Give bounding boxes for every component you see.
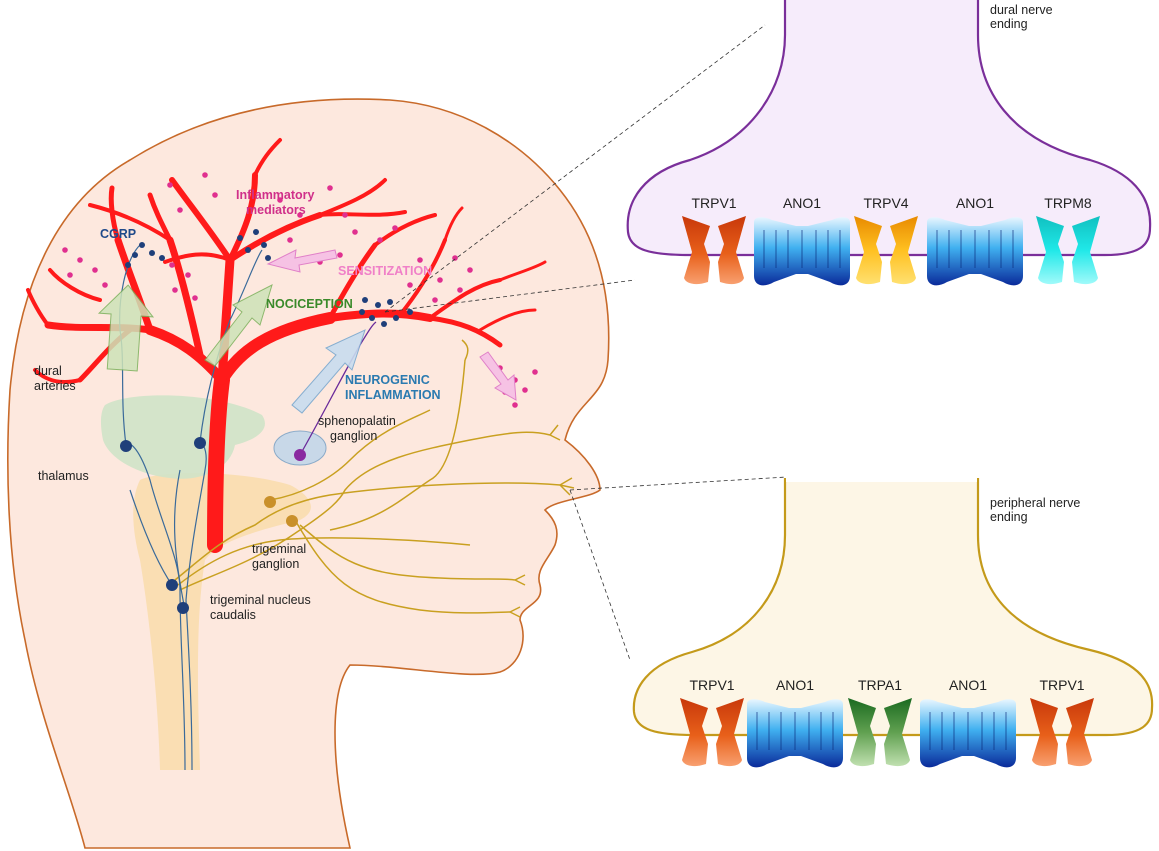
dural-channel-label-1: TRPV1 (691, 195, 736, 211)
label-cgrp: CGRP (100, 227, 136, 241)
head-silhouette (8, 99, 609, 848)
peripheral-terminal-membrane (634, 478, 1152, 735)
peripheral-channel-label-3: TRPA1 (858, 677, 902, 693)
dural-channel-label-5: TRPM8 (1044, 195, 1092, 211)
peripheral-channel-label-5: TRPV1 (1039, 677, 1084, 693)
peripheral-channel-label-1: TRPV1 (689, 677, 734, 693)
label-nociception: NOCICEPTION (266, 297, 353, 311)
dural-terminal-membrane (628, 0, 1150, 255)
label-thalamus: thalamus (38, 469, 89, 483)
dural-channel-label-4: ANO1 (956, 195, 994, 211)
dural-channel-label-3: TRPV4 (863, 195, 908, 211)
peripheral-channel-label-4: ANO1 (949, 677, 987, 693)
label-sensitization: SENSITIZATION (338, 264, 432, 278)
peripheral-channel-label-2: ANO1 (776, 677, 814, 693)
head (8, 99, 609, 848)
dural-channel-label-2: ANO1 (783, 195, 821, 211)
